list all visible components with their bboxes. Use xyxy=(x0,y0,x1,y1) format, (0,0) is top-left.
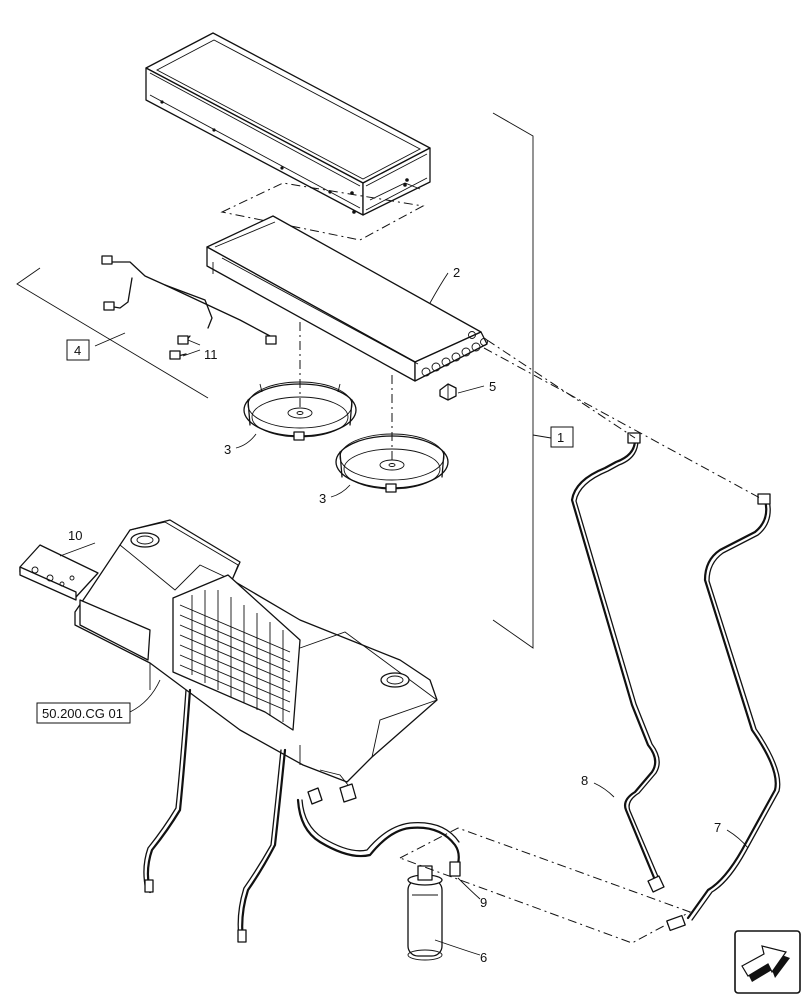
receiver-drier xyxy=(407,865,443,961)
group-bracket xyxy=(492,112,534,649)
control-panel xyxy=(19,544,99,601)
callout-7: 7 xyxy=(714,820,721,835)
refrigerant-line-7 xyxy=(686,498,777,920)
callout-5: 5 xyxy=(489,379,496,394)
callout-leaders xyxy=(59,272,749,956)
roof-cover xyxy=(74,519,438,791)
drain-hose xyxy=(146,688,192,894)
next-page-arrow-icon[interactable] xyxy=(734,930,801,994)
reference-callout[interactable]: 50.200.CG 01 xyxy=(36,702,131,724)
drier-dashed-outline xyxy=(398,827,692,944)
callout-2: 2 xyxy=(453,265,460,280)
callout-labels: 1 2 3 3 4 5 6 7 8 9 10 11 xyxy=(66,265,721,965)
reference-label: 50.200.CG 01 xyxy=(42,706,123,721)
callout-3: 3 xyxy=(319,491,326,506)
housing-footprint-dashed xyxy=(220,182,425,241)
expansion-valve xyxy=(439,383,457,401)
refrigerant-line-8 xyxy=(570,438,657,882)
callout-8: 8 xyxy=(581,773,588,788)
callout-9: 9 xyxy=(480,895,487,910)
roof-grille xyxy=(179,590,291,722)
connection-leader xyxy=(486,339,636,439)
harness-bracket-line xyxy=(16,267,209,399)
callout-6: 6 xyxy=(480,950,487,965)
connection-leader xyxy=(483,347,761,499)
callout-10: 10 xyxy=(68,528,82,543)
evaporator-core xyxy=(206,215,488,382)
blower-fan xyxy=(335,433,449,493)
callout-3: 3 xyxy=(224,442,231,457)
refrigerant-line xyxy=(296,798,460,872)
core-fittings xyxy=(421,331,488,377)
callout-11: 11 xyxy=(204,347,218,362)
wire-harness xyxy=(101,255,277,360)
blower-fan xyxy=(243,381,357,441)
callout-4: 4 xyxy=(74,343,81,358)
callout-1: 1 xyxy=(557,430,564,445)
drain-hose xyxy=(241,748,287,942)
evaporator-housing xyxy=(145,32,431,216)
